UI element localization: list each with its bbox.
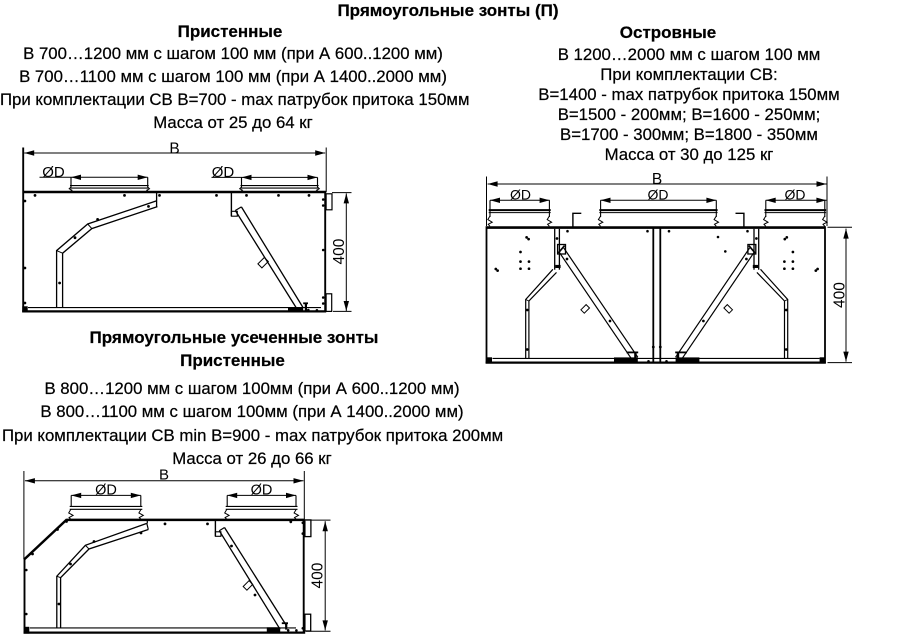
svg-text:ØD: ØD <box>785 187 806 203</box>
svg-text:B: B <box>169 140 179 157</box>
svg-text:ØD: ØD <box>42 164 65 181</box>
svg-text:B: B <box>159 466 169 483</box>
svg-text:ØD: ØD <box>648 187 669 203</box>
svg-text:ØD: ØD <box>251 483 273 499</box>
svg-text:ØD: ØD <box>95 483 117 499</box>
svg-text:ØD: ØD <box>212 164 235 181</box>
svg-text:400: 400 <box>831 282 848 308</box>
svg-text:400: 400 <box>310 562 327 588</box>
svg-text:ØD: ØD <box>510 187 531 203</box>
svg-text:B: B <box>652 171 662 188</box>
svg-text:400: 400 <box>331 238 348 264</box>
